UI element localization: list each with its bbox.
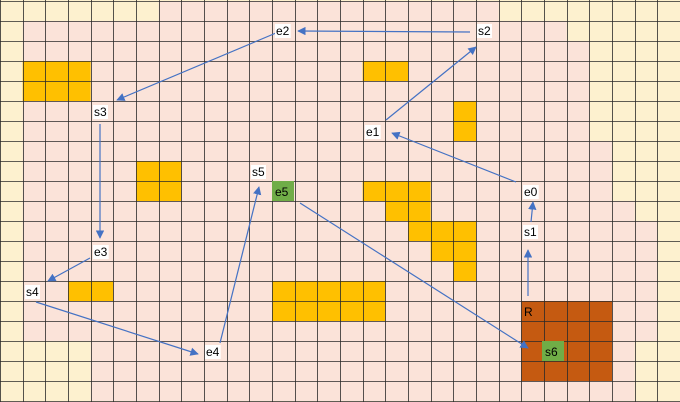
arrow-e1-s2 xyxy=(385,46,477,121)
free-space-row xyxy=(22,61,590,81)
obstacle-cell xyxy=(22,61,91,101)
obstacle-cell xyxy=(408,221,476,241)
free-space-row xyxy=(22,261,658,281)
path-arrows xyxy=(35,26,537,356)
node-s5: s5 xyxy=(252,165,265,179)
free-space-row xyxy=(22,121,590,141)
obstacle-cell xyxy=(362,181,431,201)
arrow-s1-e0 xyxy=(528,201,537,223)
node-e1: e1 xyxy=(366,125,380,139)
arrow-e0-e1 xyxy=(391,131,517,183)
label-background xyxy=(275,24,291,38)
label-background xyxy=(205,345,221,359)
free-space-row xyxy=(22,21,567,41)
arrow-e5-s6 xyxy=(299,202,529,349)
free-space-row xyxy=(90,361,635,381)
obstacle-cell xyxy=(68,281,114,301)
free-space-row xyxy=(90,381,635,401)
free-space-row xyxy=(22,221,658,241)
free-space-row xyxy=(22,41,590,61)
s6-node-highlight xyxy=(542,341,564,361)
e5-node-highlight xyxy=(272,181,294,201)
node-r: R xyxy=(524,305,533,319)
node-s3: s3 xyxy=(94,105,107,119)
arrow-e3-s4 xyxy=(47,257,91,282)
node-e3: e3 xyxy=(94,245,108,259)
arrow-s2-e2 xyxy=(297,26,471,36)
node-s2: s2 xyxy=(478,24,491,38)
node-s6: s6 xyxy=(545,345,558,359)
label-background xyxy=(93,105,108,119)
arrow-s4-e4 xyxy=(35,301,199,356)
label-background xyxy=(477,24,492,38)
node-e0: e0 xyxy=(524,185,538,199)
obstacle-cell xyxy=(385,201,431,221)
node-e2: e2 xyxy=(276,24,290,38)
label-background xyxy=(523,185,539,199)
node-s4: s4 xyxy=(26,285,39,299)
obstacle-cell xyxy=(136,161,182,201)
node-e5: e5 xyxy=(275,185,289,199)
region-r-block xyxy=(521,301,612,381)
free-space-row xyxy=(22,241,658,261)
obstacle-cells xyxy=(22,61,476,321)
arrow-e2-s3 xyxy=(116,32,277,101)
arrow-e4-s5 xyxy=(219,186,262,344)
label-background xyxy=(25,285,40,299)
obstacle-cell xyxy=(272,281,386,321)
node-s1: s1 xyxy=(524,225,537,239)
free-space-row xyxy=(90,341,635,361)
label-background xyxy=(251,165,266,179)
free-space-row xyxy=(22,101,590,121)
free-space-row xyxy=(22,201,635,221)
obstacle-cell xyxy=(453,101,476,141)
label-background xyxy=(93,245,109,259)
free-space-row xyxy=(22,81,590,101)
node-labels: e2 s2 s3 e1 s5 e5 e0 s1 e3 s4 R e4 s6 xyxy=(25,24,564,361)
obstacle-cell xyxy=(453,261,476,281)
node-e4: e4 xyxy=(206,345,220,359)
label-background xyxy=(365,125,381,139)
label-background xyxy=(523,225,538,239)
region-r xyxy=(521,301,612,381)
free-space-row xyxy=(158,1,499,21)
